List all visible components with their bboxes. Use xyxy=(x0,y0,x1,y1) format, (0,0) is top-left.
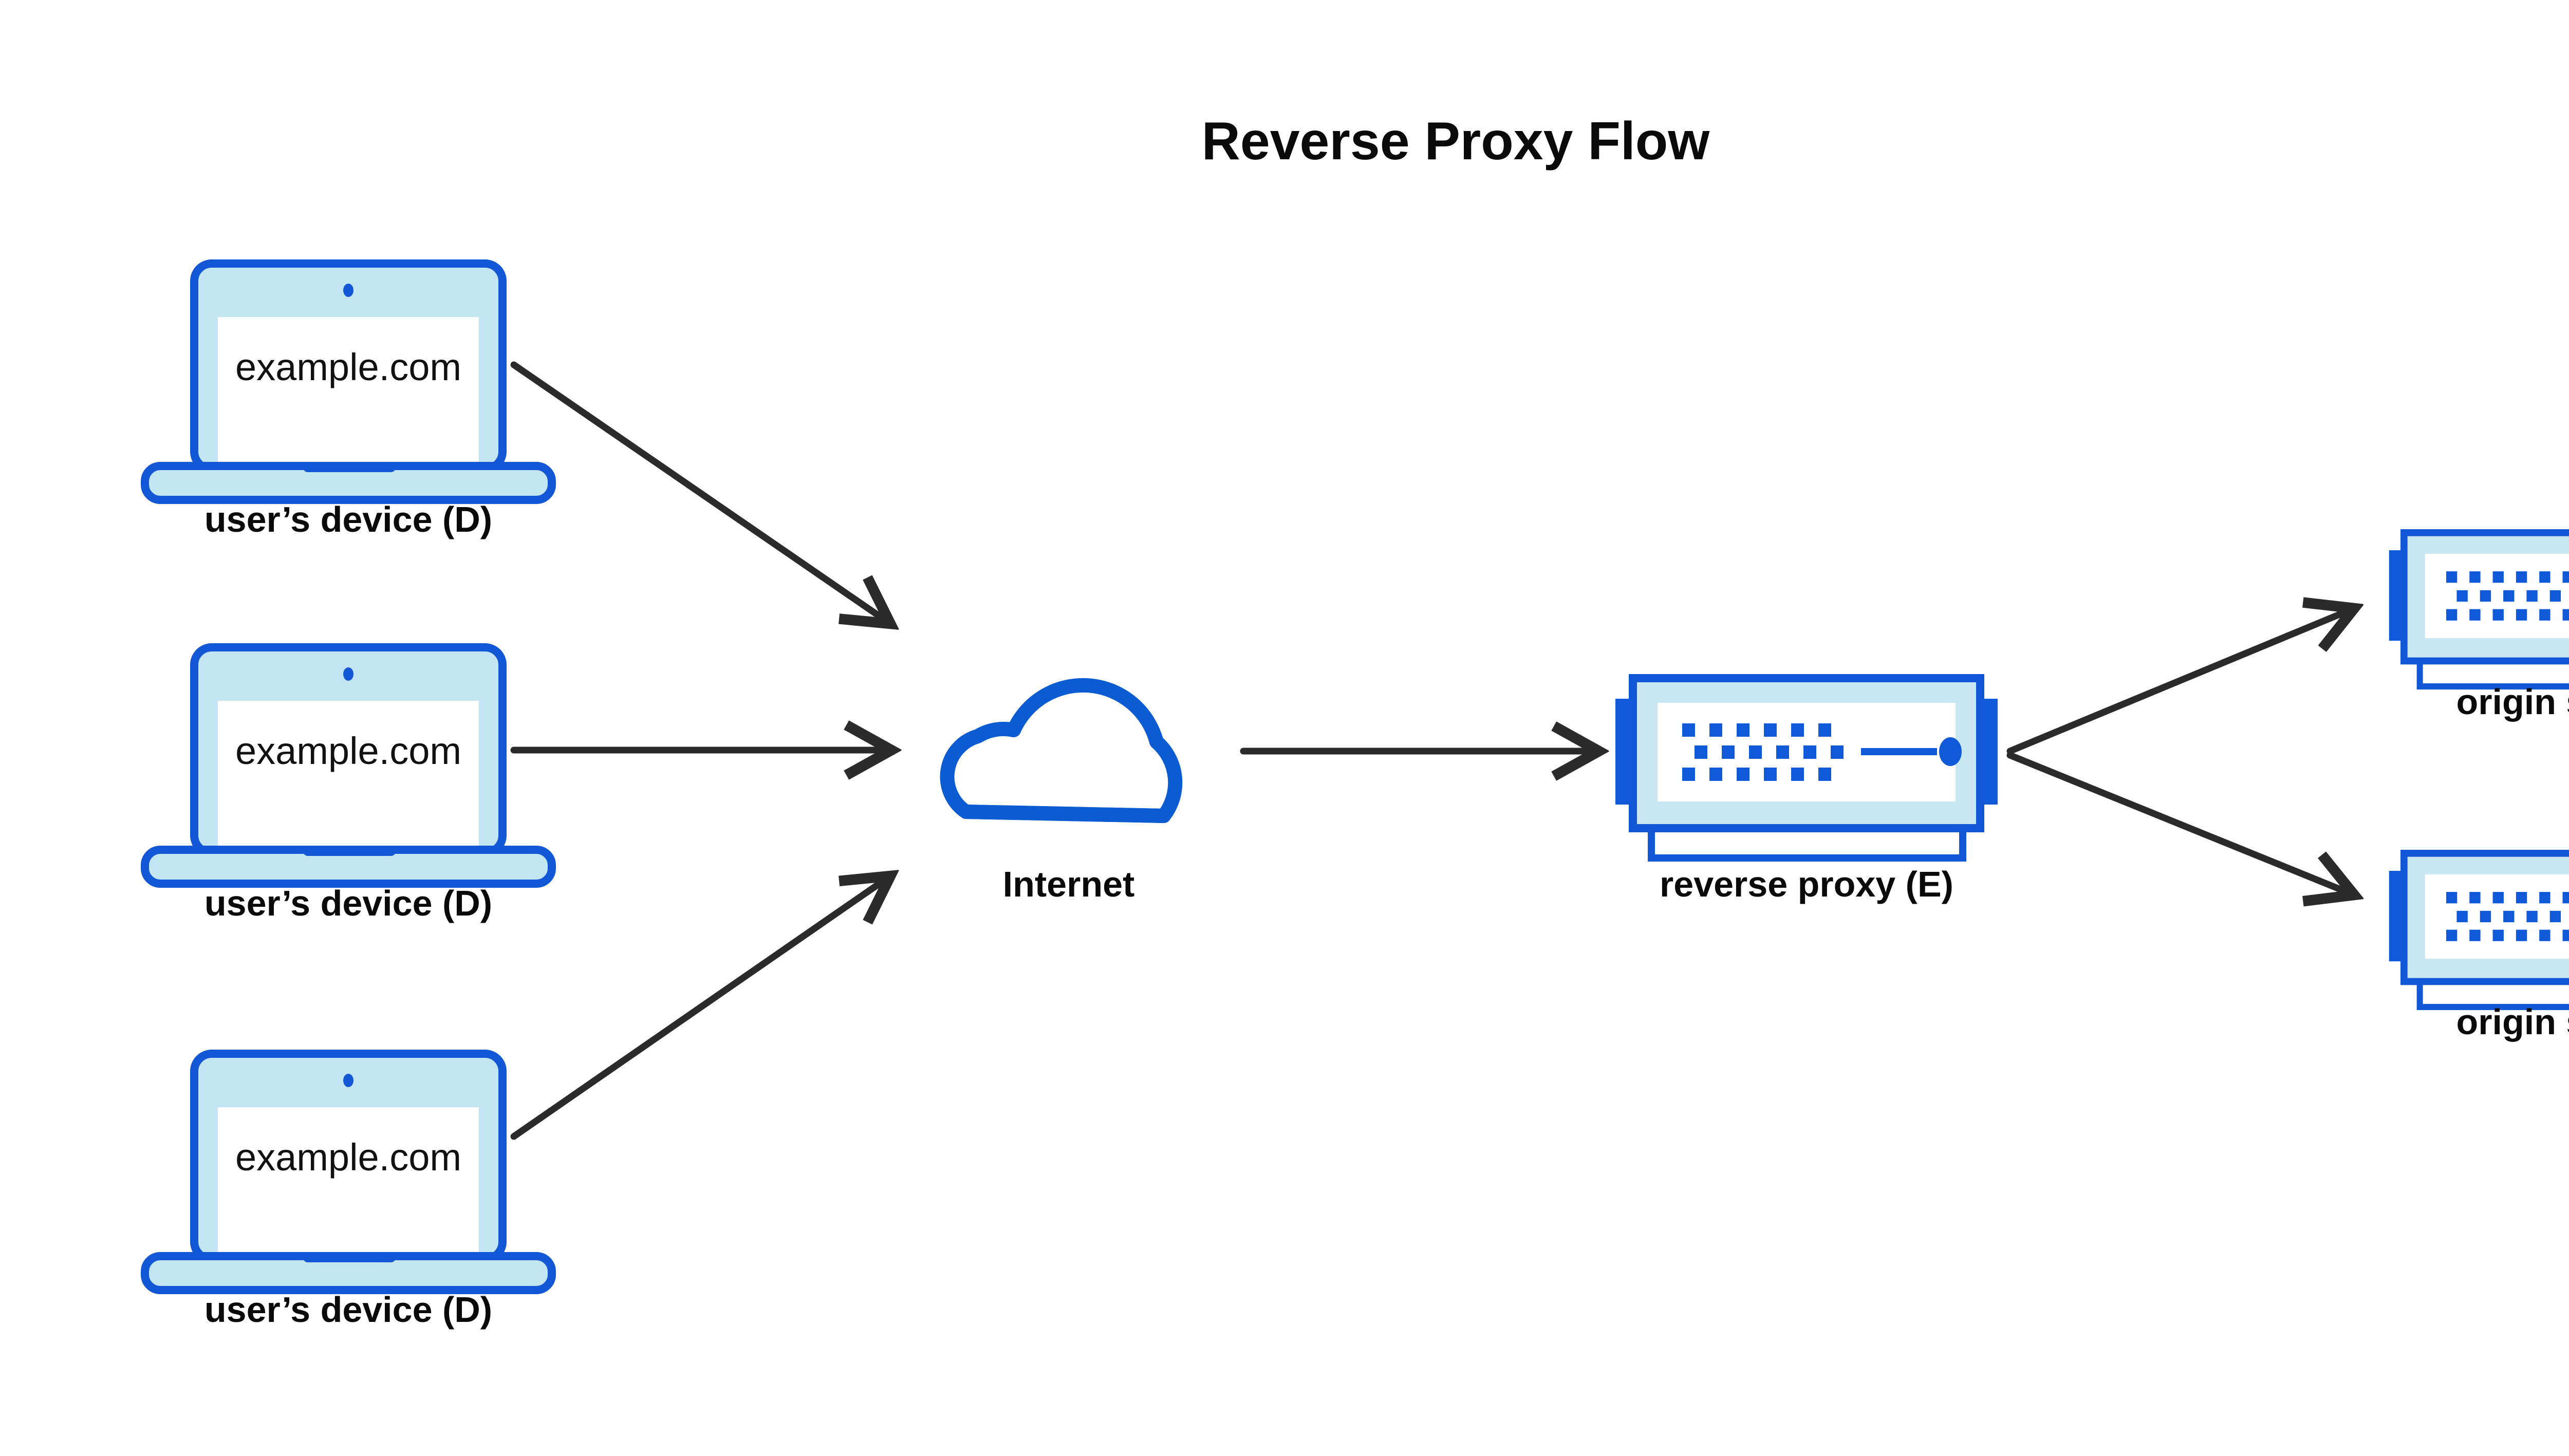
edge-client-bottom-to-internet xyxy=(510,876,890,1140)
server-icon xyxy=(1615,678,1998,858)
node-label-origin-server-bottom: origin server (F) xyxy=(2456,1002,2569,1042)
edge-proxy-to-origin-top xyxy=(2006,608,2354,755)
node-internet[interactable]: Internet xyxy=(947,685,1176,904)
node-label-origin-server-top: origin server (F) xyxy=(2456,682,2569,722)
laptop-screen-url: example.com xyxy=(235,346,461,388)
edge-layer xyxy=(510,361,2354,1140)
server-icon xyxy=(2389,853,2569,1007)
node-reverse-proxy[interactable]: reverse proxy (E) xyxy=(1615,678,1998,904)
node-label-internet: Internet xyxy=(1003,864,1135,904)
cloud-icon xyxy=(947,685,1176,816)
node-client-middle[interactable]: example.com user’s device (D) xyxy=(145,647,552,923)
page-title: Reverse Proxy Flow xyxy=(1202,111,1710,171)
edge-client-top-to-internet xyxy=(510,361,890,624)
laptop-screen-url: example.com xyxy=(235,730,461,772)
node-label-reverse-proxy: reverse proxy (E) xyxy=(1660,864,1953,904)
node-client-bottom[interactable]: example.com user’s device (D) xyxy=(145,1054,552,1330)
server-icon xyxy=(2389,533,2569,686)
node-origin-server-top[interactable]: origin server (F) xyxy=(2389,533,2569,722)
laptop-screen-url: example.com xyxy=(235,1136,461,1179)
node-origin-server-bottom[interactable]: origin server (F) xyxy=(2389,853,2569,1042)
node-label-client-middle: user’s device (D) xyxy=(204,883,492,923)
node-label-client-top: user’s device (D) xyxy=(204,499,492,539)
edge-proxy-to-origin-bottom xyxy=(2006,752,2354,895)
node-client-top[interactable]: example.com user’s device (D) xyxy=(145,264,552,539)
node-label-client-bottom: user’s device (D) xyxy=(204,1290,492,1330)
